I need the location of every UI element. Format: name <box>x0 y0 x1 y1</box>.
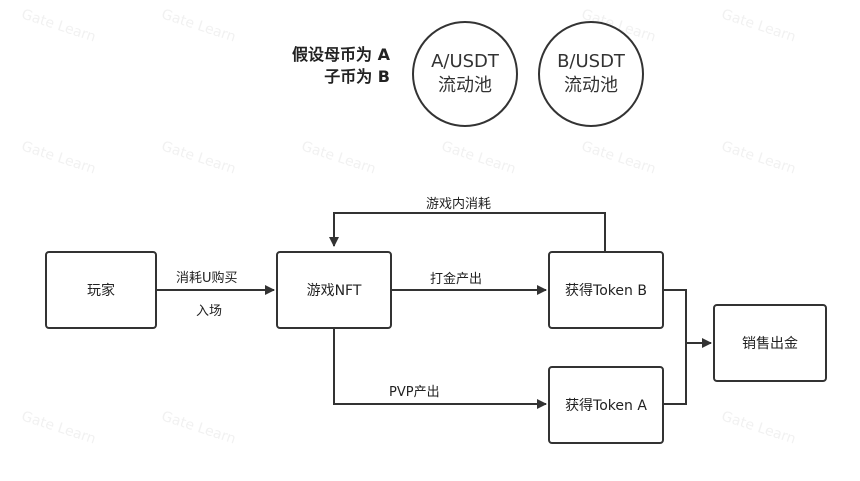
label-in-game-consume: 游戏内消耗 <box>426 197 492 212</box>
pool-a-caption: 流动池 <box>438 75 492 96</box>
assumption-text: 假设母币为 A 子币为 B <box>292 44 390 88</box>
assumption-line-1: 假设母币为 A <box>292 45 390 64</box>
edge-nft-to-token-a <box>333 329 547 409</box>
label-farm-output: 打金产出 <box>430 272 483 287</box>
node-token-a: 获得Token A <box>548 366 664 444</box>
pool-b-usdt: B/USDT 流动池 <box>538 21 644 127</box>
assumption-line-2: 子币为 B <box>324 67 390 86</box>
label-pvp-output: PVP产出 <box>389 385 440 400</box>
node-sell: 销售出金 <box>713 304 827 382</box>
edge-token-b-to-sell <box>664 289 687 343</box>
pool-a-usdt: A/USDT 流动池 <box>412 21 518 127</box>
pool-b-caption: 流动池 <box>564 75 618 96</box>
edge-token-a-to-sell <box>664 343 687 405</box>
node-player: 玩家 <box>45 251 157 329</box>
pool-a-pair: A/USDT <box>431 51 499 72</box>
node-game-nft: 游戏NFT <box>276 251 392 329</box>
edge-token-b-to-nft <box>329 212 606 251</box>
label-pay-line-1: 消耗U购买 <box>176 271 238 286</box>
pool-b-pair: B/USDT <box>557 51 625 72</box>
node-token-b: 获得Token B <box>548 251 664 329</box>
label-pay-line-2: 入场 <box>196 304 223 319</box>
